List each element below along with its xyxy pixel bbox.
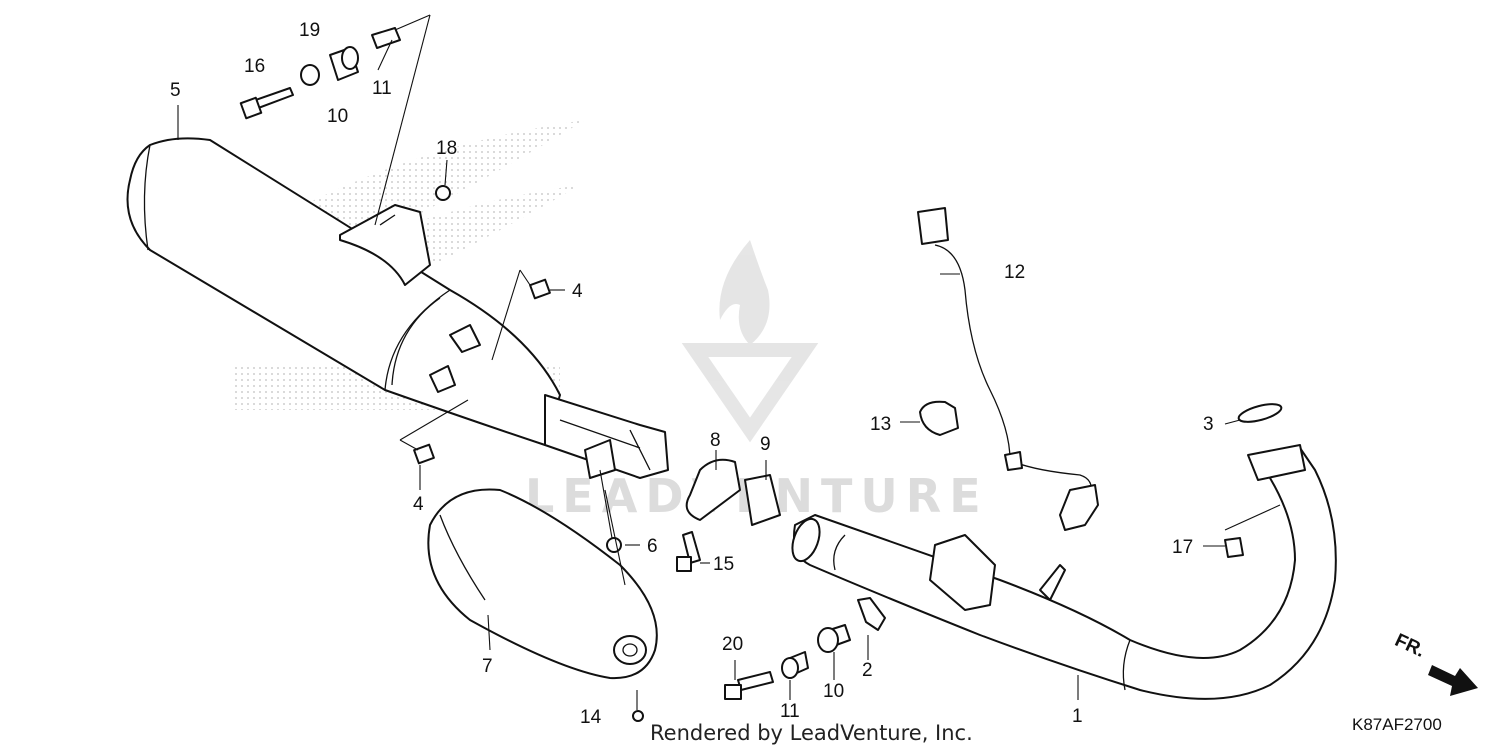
clamp-part-13 [919, 400, 959, 436]
front-arrow-icon [1428, 665, 1478, 696]
exhaust-pipe-part-1 [791, 444, 1337, 700]
callout-20: 20 [722, 634, 743, 655]
callout-13: 13 [870, 414, 891, 435]
callout-11: 11 [372, 78, 392, 99]
callout-9: 9 [760, 434, 771, 455]
leader-lines [177, 14, 1281, 710]
callout-10: 10 [327, 106, 348, 127]
callout-15: 15 [713, 554, 734, 575]
callout-4: 4 [413, 494, 424, 515]
callout-19: 19 [299, 20, 320, 41]
callout-8: 8 [710, 430, 721, 451]
callout-16: 16 [244, 56, 265, 77]
callout-10: 10 [823, 681, 844, 702]
diagram-code: K87AF2700 [1352, 715, 1442, 734]
callout-11: 11 [780, 701, 800, 722]
callout-17: 17 [1172, 537, 1193, 558]
callout-12: 12 [1004, 262, 1025, 283]
hardware-parts [239, 27, 1244, 722]
callout-7: 7 [482, 656, 493, 677]
callout-3: 3 [1203, 414, 1214, 435]
gasket-part-3 [1237, 403, 1283, 423]
callout-18: 18 [436, 138, 457, 159]
band-part-8 [685, 458, 741, 521]
callout-2: 2 [862, 660, 873, 681]
rendered-by-footer: Rendered by LeadVenture, Inc. [650, 721, 973, 745]
callout-1: 1 [1072, 706, 1083, 727]
o2-sensor-part-12 [917, 207, 1099, 531]
stay-part-2 [857, 597, 886, 631]
callout-4: 4 [572, 281, 583, 302]
callout-6: 6 [647, 536, 658, 557]
muffler-part-5 [126, 137, 669, 479]
front-indicator-label: FR. [1392, 630, 1429, 662]
protector-part-7 [427, 488, 658, 680]
callout-14: 14 [580, 707, 602, 728]
gasket-part-9 [744, 474, 781, 526]
callout-labels: 5 16 19 10 11 18 4 4 6 7 14 8 9 15 12 13… [170, 20, 1214, 728]
front-direction-indicator: FR. [1392, 630, 1478, 696]
leadventure-logo-watermark [681, 240, 819, 443]
callout-5: 5 [170, 80, 181, 101]
